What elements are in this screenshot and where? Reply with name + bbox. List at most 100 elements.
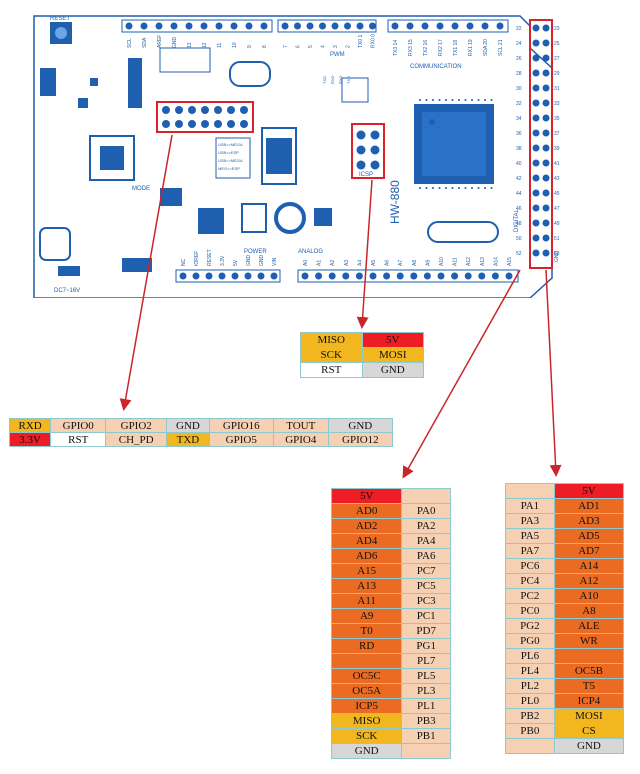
pin-cell: 5V (330, 488, 403, 504)
pin-hole (240, 120, 248, 128)
pin-cell: WR (553, 633, 625, 649)
pin-hole (532, 114, 540, 122)
pin-label: A11 (453, 257, 459, 266)
pin-hole (542, 189, 550, 197)
table-row: PL7 (330, 653, 451, 669)
pin-hole (423, 272, 431, 280)
pin-label: GND (259, 255, 265, 267)
pin-hole (532, 69, 540, 77)
pin-hole (532, 159, 540, 167)
pin-hole (170, 22, 178, 30)
pwm-label: PWM (330, 52, 345, 58)
pin-hole (214, 106, 222, 114)
pin-label: 24 (516, 41, 522, 47)
chip-pin (471, 187, 473, 189)
chip-pin (464, 99, 467, 101)
pin-label: 7 (283, 45, 289, 48)
pin-cell: ALE (553, 618, 625, 634)
pin-label: RX1 19 (468, 39, 474, 56)
pin-hole (185, 22, 193, 30)
pin-label: A13 (480, 257, 486, 266)
pin-hole (532, 144, 540, 152)
esp-header (156, 101, 254, 133)
pin-cell: A9 (330, 608, 403, 624)
pin-cell: PB0 (505, 723, 555, 739)
reset-button[interactable] (50, 22, 72, 44)
pin-hole (481, 22, 489, 30)
pin-hole (542, 84, 550, 92)
pin-label: RESET (207, 249, 213, 266)
pin-label: A12 (466, 257, 472, 266)
pin-label: USB<>ESP (218, 150, 239, 155)
pin-label: 47 (554, 206, 560, 212)
pin-hole (532, 204, 540, 212)
pin-cell: RXD (8, 418, 52, 433)
pin-cell: PC3 (401, 593, 451, 609)
chip-pin (445, 187, 447, 189)
pin-label: USB<>MEGA (218, 158, 243, 163)
analog-label: ANALOG (298, 249, 323, 255)
pin-hole (542, 99, 550, 107)
pin-cell: PA3 (505, 513, 555, 529)
pin-hole (125, 22, 133, 30)
power-header (175, 269, 281, 283)
pin-hole (342, 272, 350, 280)
communication-label: COMMUNICATION (410, 64, 462, 70)
pin-label: 13 (187, 42, 193, 48)
pin-cell (401, 743, 451, 759)
chip-pin (438, 187, 441, 189)
pin-cell: GND (327, 418, 394, 433)
pin-cell: AD3 (553, 513, 625, 529)
table-row: PL6 (505, 648, 625, 664)
pin-label: 5 (308, 45, 314, 48)
pin-hole (436, 22, 444, 30)
pin-label: NC (181, 258, 187, 266)
chip-pin (458, 99, 460, 101)
pin-cell: AD0 (330, 503, 403, 519)
pin-hole (532, 189, 540, 197)
pin-label: 22 (516, 26, 522, 32)
pin-hole (155, 22, 163, 30)
pin-cell: RD (330, 638, 403, 654)
table-row: 5V (330, 488, 451, 504)
pin-cell: PC4 (505, 573, 555, 589)
pin-cell: GPIO4 (272, 432, 329, 447)
pin-cell: AD1 (553, 498, 625, 514)
chip-pin (419, 187, 421, 189)
pin-label: 36 (516, 131, 522, 137)
pin-label: SDA 20 (483, 39, 489, 56)
pin-cell: A10 (553, 588, 625, 604)
top-header-mid (277, 19, 377, 33)
pin-hole (542, 234, 550, 242)
pin-label: USB<>MEGA (218, 142, 243, 147)
pin-cell: PL1 (401, 698, 451, 714)
pin-hole (542, 159, 550, 167)
pin-hole (240, 106, 248, 114)
pin-hole (306, 22, 314, 30)
pin-hole (532, 24, 540, 32)
pin-cell: PC2 (505, 588, 555, 604)
pin-cell: PL5 (401, 668, 451, 684)
pin-hole (410, 272, 418, 280)
pin-label: 40 (516, 161, 522, 167)
pin-label: A8 (412, 260, 418, 266)
pin-hole (532, 234, 540, 242)
pin-hole (344, 22, 351, 30)
top-header-left (121, 19, 273, 33)
pin-hole (162, 120, 170, 128)
pin-cell: A12 (553, 573, 625, 589)
pin-label: RXD (330, 75, 335, 84)
pin-hole (315, 272, 323, 280)
chip-pin (477, 187, 480, 189)
pin-label: 35 (554, 116, 560, 122)
pin-label: MEG<>ESP (218, 166, 240, 171)
pin-label: RXD (338, 75, 343, 84)
pin-label: RX2 17 (438, 39, 444, 56)
